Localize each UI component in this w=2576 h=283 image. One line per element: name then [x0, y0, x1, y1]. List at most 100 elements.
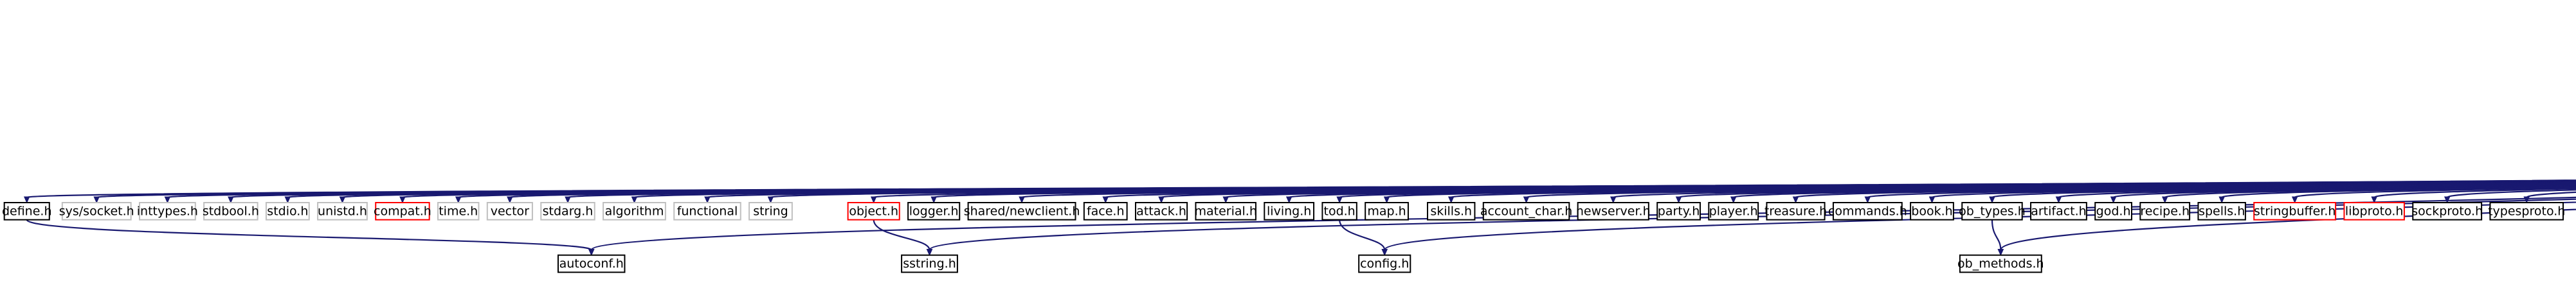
- node-box-vector[interactable]: [486, 202, 533, 221]
- node-box-string[interactable]: [748, 202, 793, 221]
- node-time[interactable]: time.h: [437, 202, 480, 221]
- node-tod[interactable]: tod.h: [1321, 202, 1357, 221]
- node-box-object[interactable]: [847, 202, 900, 221]
- node-sstring[interactable]: sstring.h: [901, 254, 958, 273]
- node-unistd[interactable]: unistd.h: [317, 202, 368, 221]
- arrowhead-global-to-typesproto: [2523, 196, 2530, 204]
- arrowhead-global-to-logger: [930, 196, 937, 204]
- arrowhead-global-to-stringbuffer: [2291, 196, 2298, 204]
- node-box-config[interactable]: [1358, 254, 1411, 273]
- node-god[interactable]: god.h: [2094, 202, 2132, 221]
- node-box-define[interactable]: [3, 202, 50, 221]
- node-box-sharednewclient[interactable]: [967, 202, 1076, 221]
- node-skills[interactable]: skills.h: [1426, 202, 1476, 221]
- node-box-typesproto[interactable]: [2489, 202, 2564, 221]
- node-map[interactable]: map.h: [1365, 202, 1409, 221]
- node-box-treasure[interactable]: [1766, 202, 1826, 221]
- node-box-commands[interactable]: [1832, 202, 1903, 221]
- node-living[interactable]: living.h: [1264, 202, 1315, 221]
- node-party[interactable]: party.h: [1656, 202, 1701, 221]
- node-box-god[interactable]: [2094, 202, 2132, 221]
- arrowhead-global-to-syssocket: [93, 196, 100, 204]
- node-box-sockproto[interactable]: [2412, 202, 2483, 221]
- arrowhead-global-to-define: [23, 196, 30, 204]
- node-commands[interactable]: commands.h: [1828, 202, 1907, 221]
- node-config[interactable]: config.h: [1358, 254, 1411, 273]
- node-stdarg[interactable]: stdarg.h: [540, 202, 595, 221]
- node-autoconf[interactable]: autoconf.h: [557, 254, 626, 273]
- node-box-tod[interactable]: [1321, 202, 1357, 221]
- node-label-attack: attack.h: [1136, 204, 1186, 218]
- edge-global-to-sstring: [929, 198, 2576, 251]
- node-box-time[interactable]: [437, 202, 480, 221]
- node-functional[interactable]: functional: [673, 202, 741, 221]
- node-box-face[interactable]: [1083, 202, 1128, 221]
- node-ob_types[interactable]: ob_types.h: [1959, 202, 2026, 221]
- node-stdbool[interactable]: stdbool.h: [203, 202, 259, 221]
- node-algorithm[interactable]: algorithm: [603, 202, 666, 221]
- node-define[interactable]: define.h: [2, 202, 52, 221]
- node-vector[interactable]: vector: [486, 202, 533, 221]
- node-newserver[interactable]: newserver.h: [1576, 202, 1651, 221]
- node-stringbuffer[interactable]: stringbuffer.h: [2253, 202, 2337, 221]
- node-label-libproto: libproto.h: [2345, 204, 2404, 218]
- node-box-stdio[interactable]: [265, 202, 310, 221]
- node-compat[interactable]: compat.h: [374, 202, 431, 221]
- node-box-libproto[interactable]: [2343, 202, 2405, 221]
- node-string[interactable]: string: [748, 202, 793, 221]
- node-stdio[interactable]: stdio.h: [265, 202, 310, 221]
- node-box-compat[interactable]: [375, 202, 430, 221]
- node-box-book[interactable]: [1910, 202, 1954, 221]
- node-box-algorithm[interactable]: [603, 202, 666, 221]
- node-box-unistd[interactable]: [317, 202, 368, 221]
- arrowhead-global-to-map: [1383, 196, 1390, 204]
- arrowhead-global-to-unistd: [339, 196, 346, 204]
- node-material[interactable]: material.h: [1194, 202, 1257, 221]
- node-account_char[interactable]: account_char.h: [1480, 202, 1572, 221]
- node-book[interactable]: book.h: [1910, 202, 1954, 221]
- node-box-ob_methods[interactable]: [1959, 254, 2042, 273]
- node-recipe[interactable]: recipe.h: [2139, 202, 2191, 221]
- arrowhead-global-to-compat: [399, 196, 406, 204]
- node-box-artifact[interactable]: [2030, 202, 2087, 221]
- node-box-recipe[interactable]: [2139, 202, 2191, 221]
- node-box-sstring[interactable]: [901, 254, 958, 273]
- node-spells[interactable]: spells.h: [2197, 202, 2246, 221]
- node-attack[interactable]: attack.h: [1134, 202, 1188, 221]
- node-syssocket[interactable]: sys/socket.h: [59, 202, 134, 221]
- node-sharednewclient[interactable]: shared/newclient.h: [964, 202, 1080, 221]
- node-box-party[interactable]: [1656, 202, 1701, 221]
- node-sockproto[interactable]: sockproto.h: [2411, 202, 2483, 221]
- node-box-autoconf[interactable]: [557, 254, 626, 273]
- node-box-stringbuffer[interactable]: [2253, 202, 2337, 221]
- node-box-attack[interactable]: [1134, 202, 1188, 221]
- node-treasure[interactable]: treasure.h: [1764, 202, 1827, 221]
- node-box-stdarg[interactable]: [540, 202, 595, 221]
- node-box-living[interactable]: [1264, 202, 1315, 221]
- node-box-syssocket[interactable]: [61, 202, 132, 221]
- nodes-layer: crossfire-crossfire-server/utils/cre/gen…: [2, 202, 2565, 273]
- arrowhead-global-to-tod: [1336, 196, 1343, 204]
- node-face[interactable]: face.h: [1083, 202, 1128, 221]
- node-box-skills[interactable]: [1426, 202, 1476, 221]
- node-box-ob_types[interactable]: [1961, 202, 2023, 221]
- node-box-stdbool[interactable]: [203, 202, 259, 221]
- node-player[interactable]: player.h: [1708, 202, 1759, 221]
- node-box-spells[interactable]: [2197, 202, 2246, 221]
- node-box-map[interactable]: [1365, 202, 1409, 221]
- node-box-inttypes[interactable]: [138, 202, 196, 221]
- node-box-logger[interactable]: [907, 202, 961, 221]
- node-box-newserver[interactable]: [1577, 202, 1649, 221]
- node-typesproto[interactable]: typesproto.h: [2488, 202, 2565, 221]
- node-inttypes[interactable]: inttypes.h: [137, 202, 198, 221]
- node-ob_methods[interactable]: ob_methods.h: [1957, 254, 2044, 273]
- node-box-account_char[interactable]: [1482, 202, 1570, 221]
- node-box-functional[interactable]: [673, 202, 741, 221]
- node-logger[interactable]: logger.h: [907, 202, 961, 221]
- node-object[interactable]: object.h: [847, 202, 900, 221]
- node-box-material[interactable]: [1195, 202, 1256, 221]
- arrowhead-global-to-account_char: [1523, 196, 1530, 204]
- node-libproto[interactable]: libproto.h: [2343, 202, 2405, 221]
- node-artifact[interactable]: artifact.h: [2030, 202, 2087, 221]
- node-box-player[interactable]: [1708, 202, 1759, 221]
